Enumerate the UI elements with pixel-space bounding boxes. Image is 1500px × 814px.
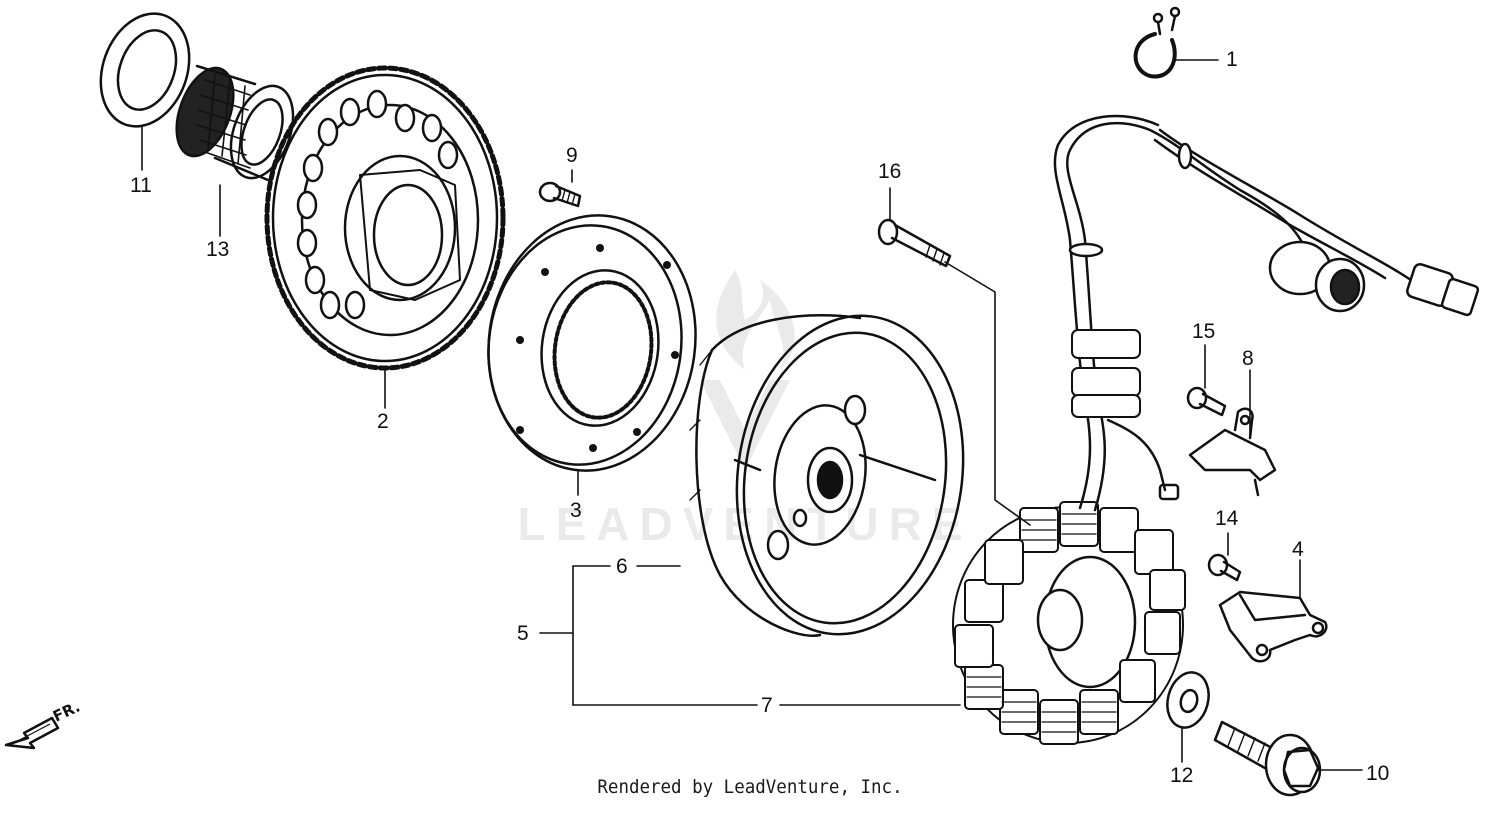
callout-labels: 1 2 3 4 5 6 7 8 9 10 11 12 13 14 15 16	[130, 48, 1389, 787]
footer-credit: Rendered by LeadVenture, Inc.	[597, 776, 903, 798]
part-11-washer	[99, 12, 191, 128]
callout-16: 16	[878, 160, 901, 183]
part-12-washer	[1166, 671, 1210, 729]
callout-8: 8	[1242, 347, 1254, 370]
callout-9: 9	[566, 144, 578, 167]
front-label: FR.	[50, 698, 83, 726]
callout-2: 2	[377, 410, 389, 433]
callout-13: 13	[206, 238, 229, 261]
front-direction-indicator: FR.	[4, 698, 83, 750]
callout-5: 5	[517, 622, 529, 645]
part-16-bolt	[877, 218, 952, 268]
part-2-starter-gear	[264, 65, 506, 371]
callout-7: 7	[761, 694, 773, 717]
leader-lines	[141, 59, 1363, 771]
part-15-bolt	[1186, 386, 1227, 417]
flat-connector	[1406, 262, 1480, 317]
part-14-bolt	[1207, 553, 1242, 582]
wire-harness	[1053, 114, 1480, 512]
callout-15: 15	[1192, 320, 1215, 343]
part-6-flywheel	[689, 314, 965, 637]
part-10-flange-bolt	[1213, 720, 1322, 797]
part-13-needle-bearing	[175, 64, 295, 182]
part-8-bracket	[1188, 407, 1277, 497]
callout-4: 4	[1292, 538, 1304, 561]
callout-1: 1	[1226, 48, 1238, 71]
part-4-pulse-generator	[1218, 590, 1328, 663]
part-7-stator	[952, 501, 1186, 745]
callout-14: 14	[1215, 507, 1239, 530]
part-1-clamp	[1133, 6, 1181, 79]
callout-6: 6	[616, 555, 628, 578]
callout-10: 10	[1366, 762, 1389, 785]
round-connector	[1268, 240, 1366, 313]
callout-11: 11	[130, 174, 152, 197]
part-3-starter-clutch	[487, 214, 697, 472]
callout-3: 3	[570, 499, 582, 522]
callout-12: 12	[1170, 764, 1193, 787]
part-9-bolt	[538, 181, 582, 208]
